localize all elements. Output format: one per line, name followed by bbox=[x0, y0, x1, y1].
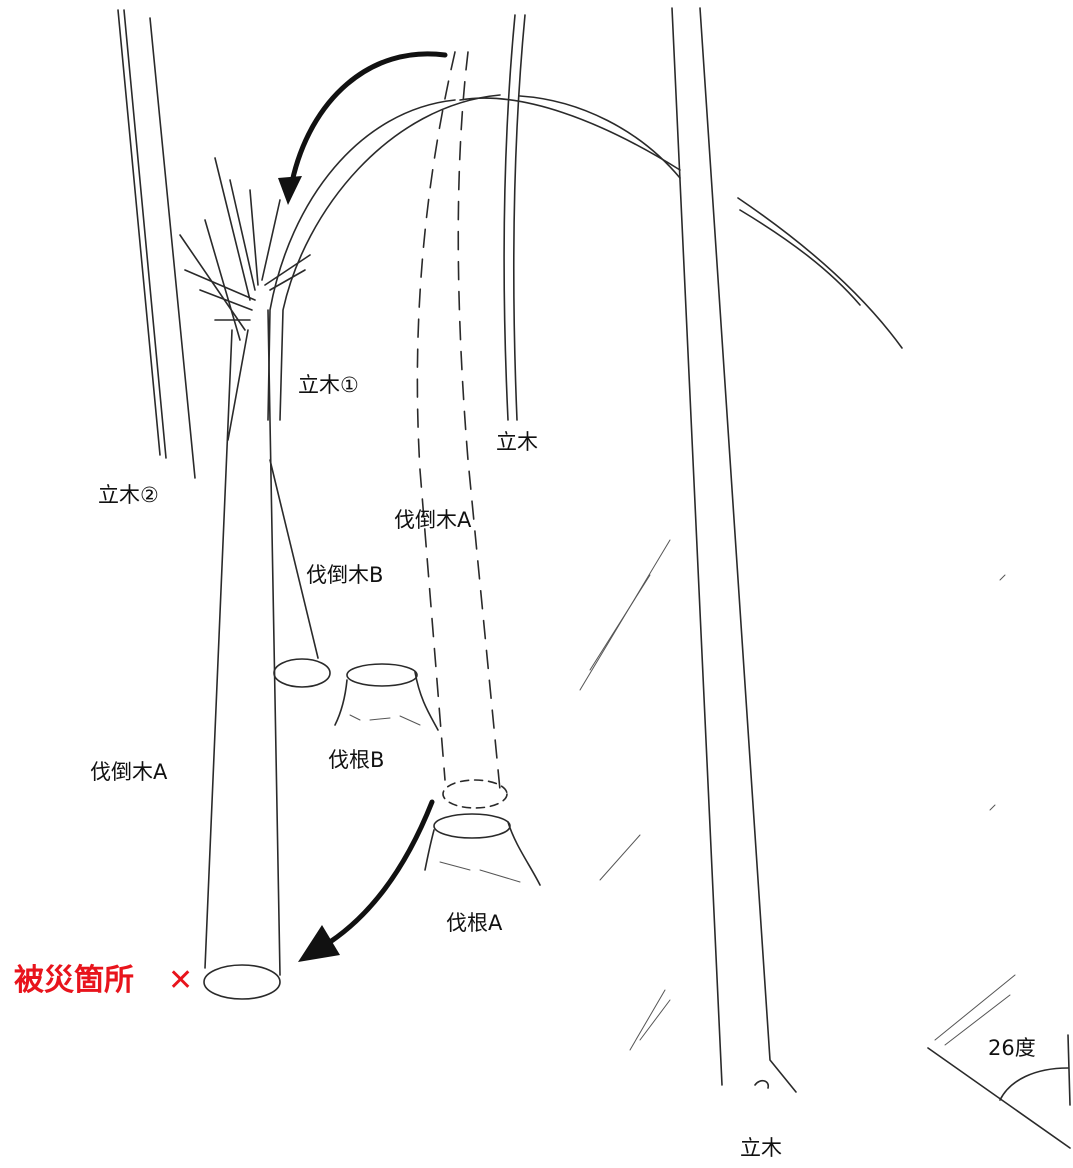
standing-tree-1-branch bbox=[737, 197, 903, 349]
label-standing-tree-bottom: 立木 bbox=[740, 1136, 782, 1160]
label-felled-tree-a-lower: 伐倒木A bbox=[90, 760, 168, 784]
label-slope-angle: 26度 bbox=[988, 1036, 1036, 1060]
standing-tree-bottom-trunk bbox=[671, 7, 797, 1093]
label-felled-tree-a-upper: 伐倒木A bbox=[394, 508, 472, 532]
fall-direction-arrow-lower bbox=[298, 799, 435, 962]
label-felled-tree-b: 伐倒木B bbox=[306, 563, 384, 587]
felled-tree-a-trunk bbox=[179, 157, 311, 1000]
label-stump-b: 伐根B bbox=[328, 748, 385, 772]
fall-direction-arrow-upper bbox=[278, 51, 448, 205]
standing-tree-1-trunk bbox=[267, 94, 681, 421]
label-stump-a: 伐根A bbox=[446, 911, 503, 935]
slope-angle-indicator bbox=[927, 1034, 1071, 1149]
label-standing-tree-2: 立木② bbox=[98, 483, 159, 507]
felled-tree-a-original-position bbox=[416, 51, 508, 809]
ground-hatching bbox=[579, 539, 1016, 1051]
label-standing-tree-1: 立木① bbox=[298, 373, 359, 397]
label-standing-tree-center: 立木 bbox=[496, 430, 538, 454]
standing-tree-center-trunk bbox=[503, 14, 526, 421]
stump-a bbox=[424, 813, 541, 886]
label-accident-location: 被災箇所 bbox=[14, 963, 134, 998]
accident-x-mark: ✕ bbox=[168, 963, 194, 998]
stump-b bbox=[334, 663, 439, 731]
standing-tree-2-trunk bbox=[117, 9, 196, 479]
felled-tree-b-trunk bbox=[269, 459, 331, 688]
